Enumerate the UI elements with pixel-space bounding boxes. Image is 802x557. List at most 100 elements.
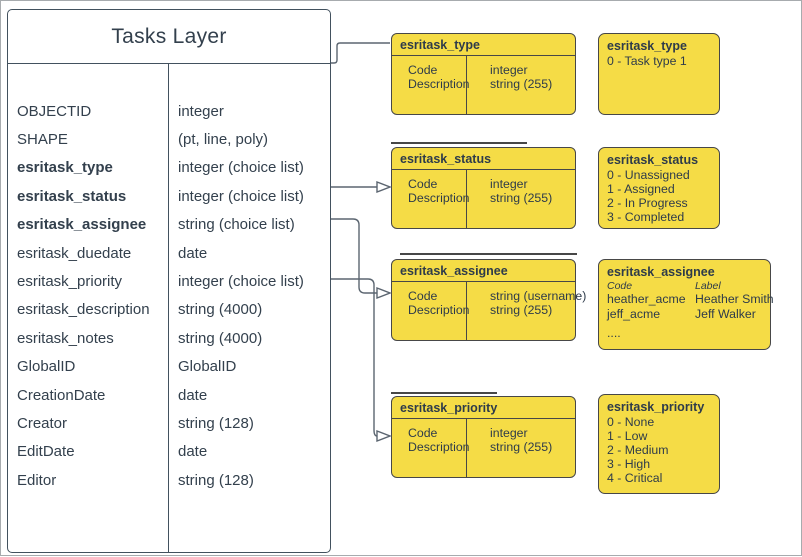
table-cell: Code	[408, 63, 438, 77]
table-cell: Description	[408, 440, 470, 454]
domain-list-item: 3 - High	[607, 457, 651, 471]
field-name: Editor	[17, 471, 57, 489]
domain-list-title: esritask_assignee	[607, 265, 715, 279]
field-type: string (128)	[178, 471, 254, 489]
domain-list-item: 0 - Task type 1	[607, 54, 687, 68]
table-cell: integer	[490, 63, 528, 77]
domain-list-item: 1 - Low	[607, 429, 648, 443]
field-row: esritask_priority integer (choice list)	[8, 267, 330, 295]
field-name: EditDate	[17, 443, 75, 461]
field-name: esritask_priority	[17, 273, 123, 291]
field-type: integer (choice list)	[178, 273, 304, 291]
field-name: GlobalID	[17, 358, 76, 376]
table-cell: Description	[408, 191, 470, 205]
domain-list-item: 0 - Unassigned	[607, 168, 690, 182]
table-cell: string (255)	[490, 191, 553, 205]
domain-table-title: esritask_status	[392, 148, 575, 170]
field-type-column-divider	[168, 63, 170, 552]
field-name: OBJECTID	[17, 102, 92, 120]
domain-table-title: esritask_priority	[392, 397, 575, 419]
field-name: esritask_status	[17, 187, 127, 205]
table-column-divider	[466, 170, 468, 228]
table-column-divider	[466, 419, 468, 477]
domain-list-column-header: Label	[695, 280, 721, 292]
field-name: SHAPE	[17, 131, 68, 149]
domain-list-title: esritask_status	[607, 153, 699, 167]
field-name: CreationDate	[17, 386, 106, 404]
field-row: Editor string (128)	[8, 466, 330, 494]
table-cell: Code	[408, 426, 438, 440]
field-type: string (4000)	[178, 329, 263, 347]
table-top-accent-line	[391, 142, 527, 144]
table-column-divider	[466, 56, 468, 114]
table-cell: string (255)	[490, 303, 553, 317]
field-row: SHAPE(pt, line, poly)	[8, 125, 330, 153]
domain-list-cell: Heather Smith	[695, 292, 774, 306]
domain-list-title: esritask_priority	[607, 400, 705, 414]
table-cell: Code	[408, 177, 438, 191]
type-column: string (username)string (255)	[474, 289, 586, 317]
domain-table-title: esritask_type	[392, 34, 575, 56]
field-type: integer (choice list)	[178, 159, 304, 177]
domain-list-ellipsis: ....	[607, 326, 621, 340]
field-name: Creator	[17, 414, 68, 432]
domain-list-item: 1 - Assigned	[607, 182, 675, 196]
field-type: string (choice list)	[178, 216, 295, 234]
domain-list-cell: jeff_acme	[607, 307, 661, 321]
domain-list-item: 3 - Completed	[607, 210, 685, 224]
field-row: esritask_status integer (choice list)	[8, 182, 330, 210]
domain-list-cell: heather_acme	[607, 292, 686, 306]
connector-priority	[331, 278, 378, 437]
table-cell: integer	[490, 177, 528, 191]
field-type: string (4000)	[178, 301, 263, 319]
field-name: esritask_description	[17, 301, 150, 319]
field-type: string (128)	[178, 414, 254, 432]
field-type: date	[178, 244, 208, 262]
field-type: date	[178, 386, 208, 404]
field-type: date	[178, 443, 208, 461]
table-cell: Description	[408, 303, 470, 317]
connector-assignee	[331, 218, 377, 294]
field-name: esritask_duedate	[17, 244, 132, 262]
field-name: esritask_notes	[17, 329, 114, 347]
domain-list-cell: Jeff Walker	[695, 307, 756, 321]
field-name: esritask_type	[17, 159, 113, 177]
open-arrowhead-icon	[376, 429, 392, 443]
open-arrowhead-icon	[376, 286, 392, 300]
field-type: integer (choice list)	[178, 187, 304, 205]
domain-list-item: 2 - In Progress	[607, 196, 688, 210]
connector-type	[331, 42, 390, 64]
open-arrowhead-icon	[376, 180, 392, 194]
domain-list-item: 4 - Critical	[607, 471, 663, 485]
table-cell: string (username)	[490, 289, 587, 303]
domain-list-item: 2 - Medium	[607, 443, 669, 457]
tasks-layer-title: Tasks Layer	[8, 10, 330, 64]
field-row: EditDate date	[8, 438, 330, 466]
table-top-accent-line	[391, 392, 497, 394]
